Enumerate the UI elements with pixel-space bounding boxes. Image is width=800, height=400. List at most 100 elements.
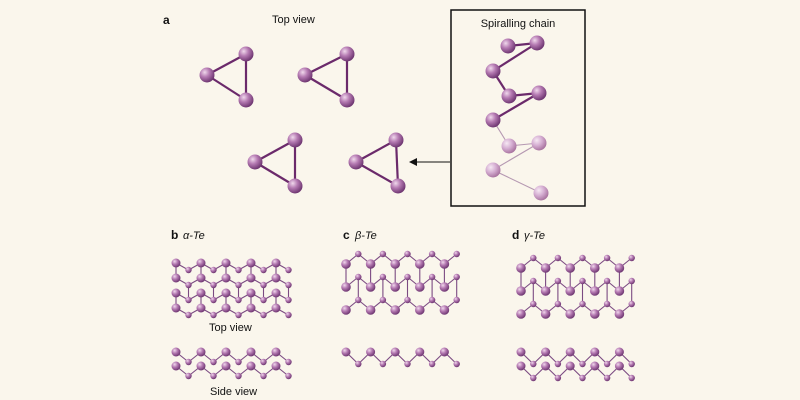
gamma-te-side-atom (590, 347, 600, 357)
triangle-2-atom (339, 92, 355, 108)
gamma-te-top-atom (565, 263, 575, 273)
gamma-te-side-atom (516, 361, 526, 371)
alpha-te-top-atom (221, 258, 231, 268)
alpha-te-top-atom (221, 303, 231, 313)
alpha-te-top-atom (285, 296, 292, 304)
beta-te-side-atom (366, 347, 376, 357)
gamma-te-top-atom (628, 300, 635, 308)
beta-te-side-atom (453, 360, 460, 368)
panel-d-title: γ-Te (524, 230, 545, 242)
panel-a-top-view-label: Top view (272, 14, 315, 26)
alpha-te-top-atom (260, 311, 267, 319)
gamma-te-top-atom (628, 254, 635, 262)
alpha-te-top-atom (185, 311, 192, 319)
alpha-te-side-atom (171, 361, 181, 371)
panel-c-title: β-Te (354, 230, 377, 242)
alpha-te-top-atom (246, 288, 256, 298)
gamma-te-top-atom (516, 286, 526, 296)
gamma-te-side-atom (614, 347, 624, 357)
alpha-te-top-atom (260, 296, 267, 304)
triangle-4-atom (388, 132, 404, 148)
gamma-te-side-atom (590, 361, 600, 371)
panel-b-top-view-caption: Top view (209, 322, 252, 334)
alpha-te-top-atom (210, 311, 217, 319)
triangle-4-bond (355, 161, 399, 187)
alpha-te-top-atom (171, 303, 181, 313)
gamma-te-side-atom (565, 347, 575, 357)
alpha-te-top-atom (221, 288, 231, 298)
spiralling-chain-inset-frame (450, 9, 586, 207)
gamma-te-top-atom (603, 300, 611, 308)
triangle-1-bond (206, 74, 247, 101)
alpha-te-top-atom (196, 288, 206, 298)
chain-bond (492, 142, 540, 171)
alpha-te-top-atom (285, 266, 292, 274)
beta-te-top-atom (415, 282, 425, 292)
beta-te-top-atom (379, 250, 387, 258)
beta-te-top-atom (379, 273, 387, 281)
beta-te-top-atom (390, 305, 401, 315)
beta-te-top-atom (390, 282, 401, 292)
alpha-te-top-atom (235, 281, 242, 289)
triangle-2-atom (339, 46, 355, 62)
chain-atom (501, 138, 517, 154)
alpha-te-side-atom (271, 361, 281, 371)
alpha-te-top-atom (285, 281, 292, 289)
beta-te-top-atom (453, 296, 460, 304)
beta-te-side-atom (379, 360, 387, 368)
beta-te-top-atom (379, 296, 387, 304)
beta-te-side-atom (415, 347, 425, 357)
triangle-2-bond (304, 74, 348, 101)
triangle-4-bond (355, 139, 397, 163)
panel-b-side-view-caption: Side view (210, 386, 257, 398)
inset-title: Spiralling chain (481, 18, 556, 30)
chain-atom (529, 35, 545, 51)
gamma-te-side-atom (579, 374, 586, 382)
alpha-te-side-atom (260, 358, 267, 366)
gamma-te-side-atom (541, 347, 551, 357)
gamma-te-side-atom (603, 374, 611, 382)
beta-te-top-atom (453, 250, 460, 258)
gamma-te-top-atom (565, 309, 575, 319)
gamma-te-side-atom (541, 361, 551, 371)
gamma-te-side-atom (603, 360, 611, 368)
panel-b-letter: b (171, 228, 178, 242)
alpha-te-side-atom (285, 358, 292, 366)
alpha-te-side-atom (235, 372, 242, 380)
alpha-te-side-atom (285, 372, 292, 380)
alpha-te-top-atom (246, 258, 256, 268)
gamma-te-top-atom (530, 254, 537, 262)
beta-te-side-atom (439, 347, 449, 357)
chain-bond (492, 92, 540, 121)
beta-te-top-atom (428, 250, 436, 258)
alpha-te-top-atom (171, 288, 181, 298)
beta-te-top-atom (428, 273, 436, 281)
alpha-te-side-atom (221, 361, 231, 371)
alpha-te-top-atom (260, 281, 267, 289)
gamma-te-top-atom (516, 309, 526, 319)
chain-atom (485, 63, 501, 79)
alpha-te-top-atom (271, 273, 281, 283)
atom-layer (171, 35, 635, 382)
alpha-te-top-atom (185, 266, 192, 274)
alpha-te-top-atom (185, 296, 192, 304)
chain-atom (531, 85, 547, 101)
gamma-te-side-atom (554, 360, 562, 368)
gamma-te-top-atom (628, 277, 635, 285)
alpha-te-side-atom (221, 347, 231, 357)
alpha-te-side-atom (210, 372, 217, 380)
beta-te-top-atom (365, 282, 376, 292)
alpha-te-top-atom (271, 303, 281, 313)
gamma-te-side-atom (628, 360, 635, 368)
gamma-te-top-atom (554, 300, 562, 308)
gamma-te-top-atom (614, 263, 625, 273)
triangle-3-atom (287, 178, 303, 194)
beta-te-top-atom (439, 305, 450, 315)
gamma-te-top-atom (614, 286, 625, 296)
gamma-te-top-atom (554, 254, 562, 262)
chain-atom (533, 185, 549, 201)
beta-te-top-atom (404, 296, 411, 304)
gamma-te-top-atom (603, 277, 611, 285)
beta-te-top-atom (355, 273, 362, 281)
alpha-te-side-atom (235, 358, 242, 366)
